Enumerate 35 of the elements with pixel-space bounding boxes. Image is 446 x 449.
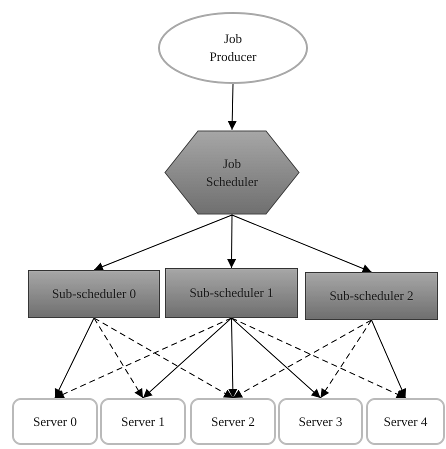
arrow [231,318,406,398]
arrow [232,320,372,398]
arrow [227,214,236,268]
sub-scheduler-box [165,268,298,318]
arrow [94,214,232,271]
arrow [94,318,144,398]
arrow [228,84,237,130]
arrow [320,320,372,398]
node-label: Server 1 [121,412,165,430]
arrow [232,214,372,273]
node-label: Job Scheduler [205,154,259,190]
server-box [190,398,276,445]
node-label: Sub-scheduler 0 [52,285,136,303]
arrow [54,318,94,398]
node-label: Job Producer [208,30,258,66]
node-label: Sub-scheduler 1 [189,284,274,302]
sub-scheduler-box [28,270,160,318]
node-label: Sub-scheduler 2 [329,287,414,305]
server-box [278,398,363,445]
producer-ellipse [158,12,308,84]
server-box [100,398,186,445]
node-label: Server 2 [211,412,255,430]
node-label: Server 0 [33,412,77,430]
node-label: Server 3 [298,412,342,430]
server-box [12,398,98,445]
arrow [94,318,234,398]
sub-scheduler-box [305,272,438,320]
arrow [142,318,232,398]
arrow [54,318,232,398]
node-label: Server 4 [384,412,428,430]
scheduler-hexagon [164,130,300,215]
arrow [231,318,321,398]
arrow [228,318,238,398]
arrow [371,320,406,398]
server-box [366,398,445,445]
